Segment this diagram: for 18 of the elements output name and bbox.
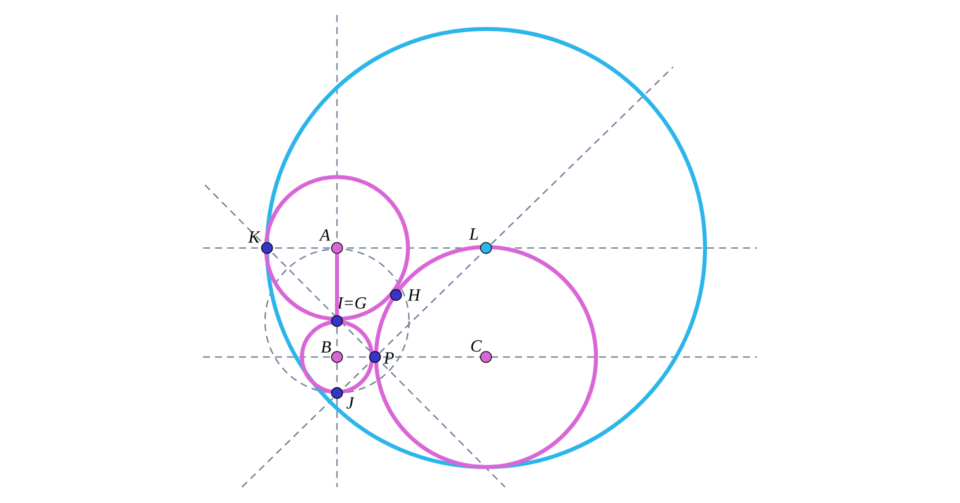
point-label: H bbox=[408, 289, 421, 301]
point-label: I=G bbox=[337, 297, 366, 309]
point-label: K bbox=[248, 231, 260, 243]
point bbox=[390, 289, 402, 301]
point-label: J bbox=[346, 397, 354, 409]
point-label: A bbox=[318, 229, 330, 241]
point bbox=[369, 351, 381, 363]
point bbox=[480, 242, 492, 254]
point bbox=[261, 242, 273, 254]
point-label: B bbox=[320, 341, 331, 353]
point bbox=[331, 242, 343, 254]
segment bbox=[335, 254, 339, 316]
point bbox=[480, 351, 492, 363]
point bbox=[331, 351, 343, 363]
point-label: C bbox=[471, 340, 482, 352]
point bbox=[331, 387, 343, 399]
point bbox=[331, 315, 343, 327]
point-label: L bbox=[469, 228, 478, 240]
